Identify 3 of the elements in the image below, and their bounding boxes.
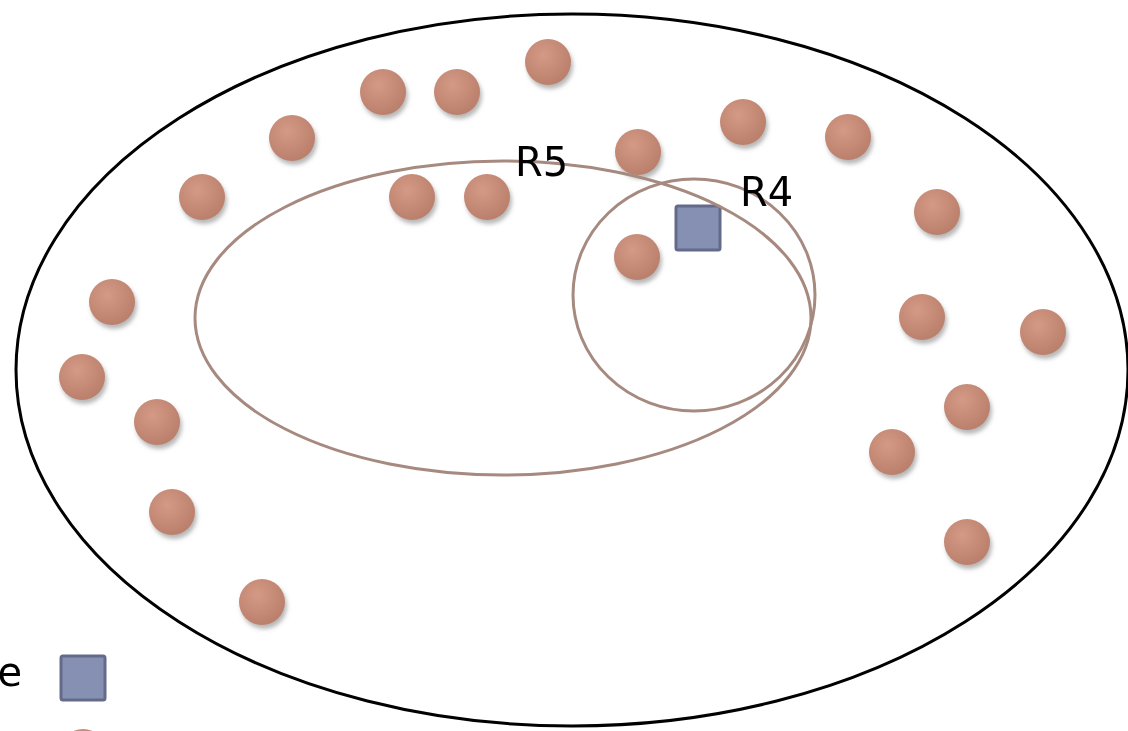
region-label: R4: [740, 170, 794, 214]
legend-text: e: [0, 650, 22, 694]
region-label: R5: [515, 140, 569, 184]
